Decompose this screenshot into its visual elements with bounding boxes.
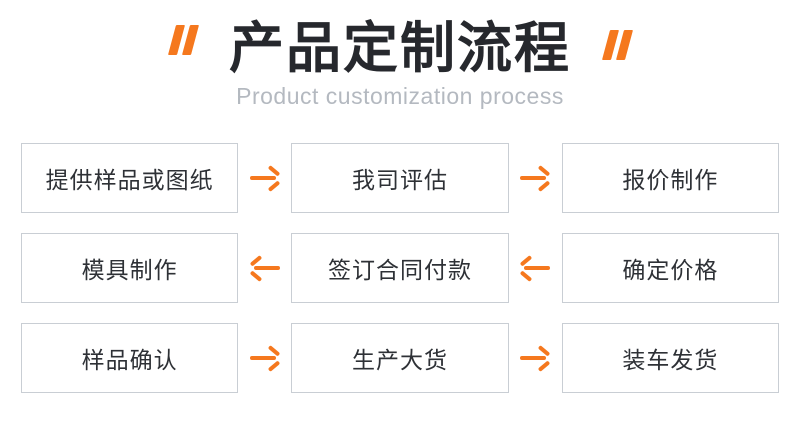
step-quotation-making: 报价制作 <box>561 143 779 213</box>
step-sample-confirmation: 样品确认 <box>21 323 239 393</box>
step-company-evaluation: 我司评估 <box>291 143 509 213</box>
header: 产品定制流程 Product customization process <box>0 0 800 143</box>
open-quote-icon <box>167 25 205 55</box>
close-quote-icon <box>601 30 639 60</box>
arrow-right-icon <box>249 344 281 372</box>
page-title: 产品定制流程 <box>228 17 571 79</box>
page-subtitle: Product customization process <box>236 82 564 109</box>
arrow-left-icon <box>519 254 551 282</box>
flow-row-3: 样品确认 生产大货 装车发货 <box>21 323 779 393</box>
arrow-left-icon <box>249 254 280 282</box>
step-loading-shipping: 装车发货 <box>561 323 779 393</box>
flow-row-2: 模具制作 签订合同付款 确定价格 <box>21 233 779 303</box>
arrow-right-icon <box>520 344 551 372</box>
arrow-right-icon <box>249 164 281 192</box>
arrow-right-icon <box>520 164 551 192</box>
step-mold-making: 模具制作 <box>21 233 239 303</box>
step-mass-production: 生产大货 <box>291 323 509 393</box>
step-sign-contract-payment: 签订合同付款 <box>291 233 509 303</box>
flow-row-1: 提供样品或图纸 我司评估 报价制作 <box>21 143 779 213</box>
step-confirm-price: 确定价格 <box>561 233 779 303</box>
step-provide-sample-or-drawing: 提供样品或图纸 <box>21 143 239 213</box>
process-flow: 提供样品或图纸 我司评估 报价制作 模具制作 签订合同付款 <box>0 143 800 393</box>
